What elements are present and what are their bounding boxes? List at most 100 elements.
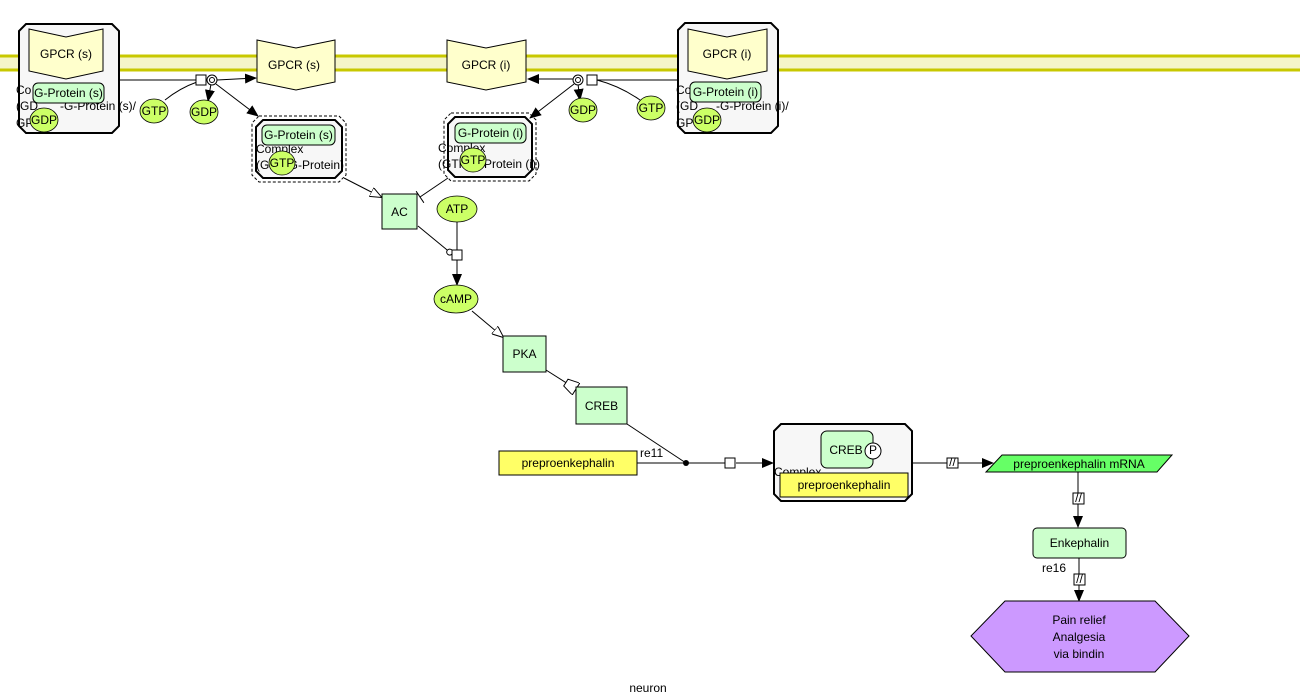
protein-gprotein-i[interactable]: G-Protein (i) <box>454 122 527 144</box>
svg-text:preproenkephalin: preproenkephalin <box>522 456 615 470</box>
protein-enkephalin[interactable]: Enkephalin <box>1032 527 1127 559</box>
molecule-gtp-in-complex-s[interactable]: GTP <box>268 150 296 176</box>
re16-process-node[interactable]: // <box>1073 572 1086 586</box>
svg-text:GPCR (i): GPCR (i) <box>703 47 752 61</box>
edge-gprotein-s-stimulates-ac[interactable] <box>343 177 381 197</box>
process-node-gpcr-s[interactable] <box>195 74 207 86</box>
complex-gpcr-i[interactable]: Co (GD -G-Protein (i)/ GP GPCR (i) G-Pro… <box>676 22 789 134</box>
molecule-gdp-in-complex-s[interactable]: GDP <box>29 107 59 133</box>
svg-text:preproenkephalin: preproenkephalin <box>798 478 891 492</box>
protein-gprotein-s-in-complex[interactable]: G-Protein (s) <box>32 82 105 104</box>
svg-text:GDP: GDP <box>570 103 596 117</box>
svg-text:G-Protein (i): G-Protein (i) <box>458 126 523 140</box>
phenotype-line-3: via bindin <box>1054 647 1105 661</box>
edge-process-to-gpcr-s[interactable] <box>216 73 257 84</box>
edge-gprotein-i-inhibits-ac[interactable] <box>415 177 449 204</box>
protein-ac[interactable]: AC <box>381 193 418 230</box>
svg-text:GDP: GDP <box>31 113 57 127</box>
svg-text:GTP: GTP <box>639 101 664 115</box>
compartment-label-neuron: neuron <box>629 681 666 695</box>
complex-gpcr-i-label-4: GP <box>676 116 693 130</box>
svg-text:CREB: CREB <box>829 443 862 457</box>
protein-pka[interactable]: PKA <box>502 335 547 373</box>
dissociation-node-s[interactable] <box>206 74 218 86</box>
edge-process-to-gdp-s[interactable] <box>204 83 215 102</box>
receptor-gpcr-s-in-complex[interactable]: GPCR (s) <box>28 28 104 80</box>
edge-gtp-i-to-process[interactable] <box>596 79 641 101</box>
svg-text://: // <box>949 455 956 469</box>
molecule-atp[interactable]: ATP <box>436 195 478 223</box>
receptor-gpcr-i[interactable]: GPCR (i) <box>446 39 527 91</box>
protein-gprotein-i-in-complex[interactable]: G-Protein (i) <box>689 81 762 103</box>
molecule-gtp-in-complex-i[interactable]: GTP <box>459 147 487 173</box>
svg-text:GTP: GTP <box>142 104 167 118</box>
svg-text:G-Protein (i): G-Protein (i) <box>693 85 758 99</box>
complex-gpcr-i-label-1: Co <box>676 83 692 97</box>
edge-gtp-s-to-process[interactable] <box>164 81 198 101</box>
svg-text:GDP: GDP <box>191 105 217 119</box>
process-node-camp[interactable] <box>451 249 463 261</box>
svg-text://: // <box>1075 491 1082 505</box>
svg-text:GPCR (i): GPCR (i) <box>462 58 511 72</box>
svg-text:preproenkephalin mRNA: preproenkephalin mRNA <box>1013 457 1144 471</box>
receptor-gpcr-i-in-complex[interactable]: GPCR (i) <box>687 28 768 80</box>
dissociation-node-i[interactable] <box>572 74 584 86</box>
svg-text:Enkephalin: Enkephalin <box>1050 536 1109 550</box>
svg-text:G-Protein (s): G-Protein (s) <box>264 128 333 142</box>
edge-pka-modulates-creb[interactable] <box>545 369 576 389</box>
molecule-gtp-i[interactable]: GTP <box>636 95 666 121</box>
complex-gpcr-s-label-4: GP <box>16 116 33 130</box>
rna-preproenkephalin-mrna[interactable]: preproenkephalin mRNA <box>984 454 1174 473</box>
edge-process-to-gprotein-i[interactable] <box>529 83 575 119</box>
association-node-re11[interactable] <box>683 460 689 466</box>
molecule-gdp-in-complex-i[interactable]: GDP <box>692 107 722 133</box>
phospho-site-icon: P <box>864 442 882 460</box>
edge-creb-to-re11[interactable] <box>626 423 687 464</box>
protein-creb-phosphorylated[interactable]: CREB P <box>820 430 882 469</box>
protein-gprotein-s[interactable]: G-Protein (s) <box>261 124 336 146</box>
molecule-gtp-s[interactable]: GTP <box>139 98 169 124</box>
receptor-gpcr-s[interactable]: GPCR (s) <box>256 39 336 91</box>
edge-camp-stimulates-pka[interactable] <box>471 310 503 337</box>
svg-text:ATP: ATP <box>446 202 468 216</box>
svg-text:PKA: PKA <box>512 347 536 361</box>
svg-text:cAMP: cAMP <box>440 292 472 306</box>
edge-process-to-gprotein-s[interactable] <box>215 83 259 117</box>
gene-preproenkephalin[interactable]: preproenkephalin <box>498 450 638 476</box>
complex-gprotein-i-label-2: (GTP-G-Protein (i)) <box>438 157 540 171</box>
svg-text://: // <box>1076 572 1083 586</box>
complex-gprotein-i[interactable]: Complex (GTP-G-Protein (i)) G-Protein (i… <box>438 112 540 182</box>
svg-text:AC: AC <box>391 205 408 219</box>
edges <box>120 73 1084 602</box>
edge-process-to-gdp-i[interactable] <box>573 83 584 101</box>
transcription-node[interactable]: // <box>946 455 959 469</box>
svg-text:CREB: CREB <box>585 399 618 413</box>
reaction-label-re11: re11 <box>640 446 663 460</box>
translation-node[interactable]: // <box>1072 491 1085 505</box>
gene-preproenkephalin-in-complex[interactable]: preproenkephalin <box>779 472 909 498</box>
cell-membrane <box>0 54 1300 72</box>
edge-ac-catalyzes[interactable] <box>417 225 454 256</box>
svg-text:GDP: GDP <box>694 113 720 127</box>
complex-creb-preproenkephalin[interactable]: Complex CREB P preproenkephalin <box>773 423 913 502</box>
svg-text:GTP: GTP <box>461 153 486 167</box>
phenotype-pain-relief[interactable]: Pain relief Analgesia via bindin <box>970 600 1190 673</box>
phenotype-line-2: Analgesia <box>1053 630 1106 644</box>
protein-creb[interactable]: CREB <box>575 386 628 425</box>
molecule-gdp-i[interactable]: GDP <box>568 97 598 123</box>
complex-gpcr-s-label-2: (GD <box>16 99 38 113</box>
svg-text:GTP: GTP <box>270 156 295 170</box>
process-node-complex[interactable] <box>724 457 736 469</box>
phenotype-line-1: Pain relief <box>1052 613 1106 627</box>
svg-text:P: P <box>869 443 877 457</box>
complex-gpcr-s[interactable]: Co (GD -G-Protein (s)/ GP GPCR (s) G-Pro… <box>16 23 137 134</box>
svg-text:G-Protein (s): G-Protein (s) <box>34 86 103 100</box>
svg-text:GPCR (s): GPCR (s) <box>268 58 320 72</box>
process-node-gpcr-i[interactable] <box>586 74 598 86</box>
molecule-camp[interactable]: cAMP <box>433 284 479 314</box>
complex-gprotein-s[interactable]: Complex (GTP-G-Protein) G-Protein (s) GT… <box>251 115 347 183</box>
molecule-gdp-s[interactable]: GDP <box>189 99 219 125</box>
complex-gpcr-s-label-1: Co <box>16 83 32 97</box>
svg-text:GPCR (s): GPCR (s) <box>40 47 92 61</box>
